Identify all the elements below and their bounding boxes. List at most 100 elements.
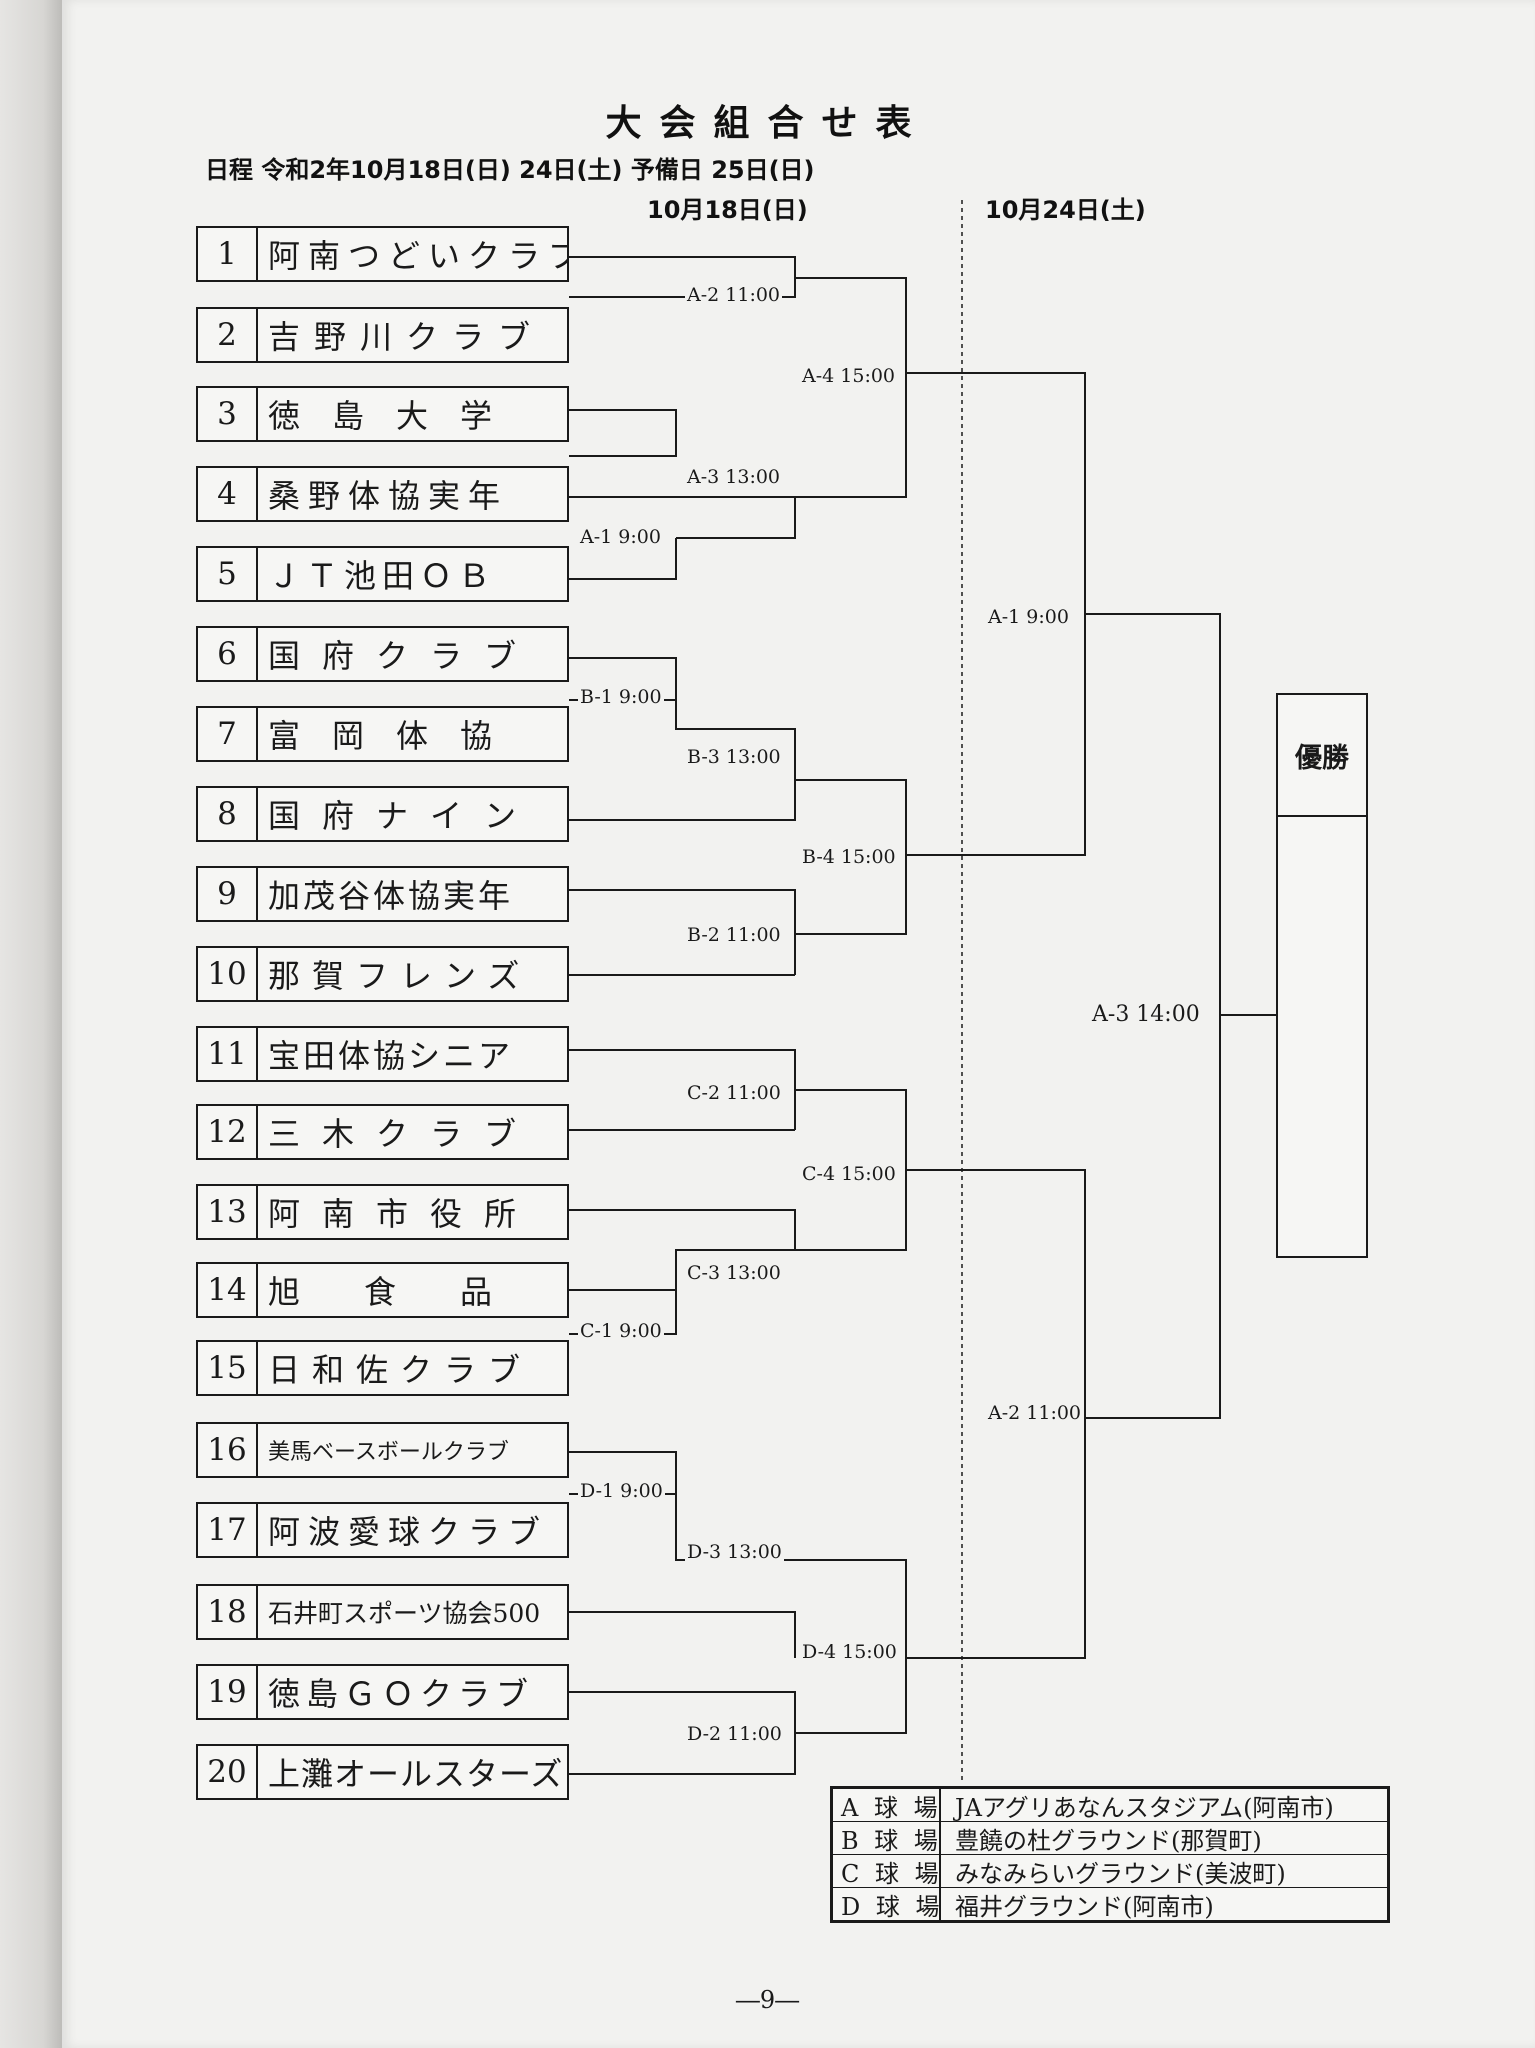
team-row: 1 阿南つどいクラブ <box>196 226 569 282</box>
team-row: 11 宝田体協シニア <box>196 1026 569 1082</box>
match-label: A-4 15:00 <box>800 365 898 387</box>
team-row: 13 阿南市役所 <box>196 1184 569 1240</box>
team-row: 15 日和佐クラブ <box>196 1340 569 1396</box>
venue-value: 福井グラウンド(阿南市) <box>955 1892 1214 1921</box>
team-name: 三木クラブ <box>268 1115 539 1153</box>
page-binding <box>0 0 62 2048</box>
page-number: ―9― <box>735 1986 800 2014</box>
match-label: D-4 15:00 <box>800 1641 899 1663</box>
team-name: 旭 食 品 <box>268 1273 493 1311</box>
venue-value: 豊饒の杜グラウンド(那賀町) <box>955 1826 1262 1855</box>
team-name: 阿南市役所 <box>268 1195 539 1233</box>
team-row: 2 吉野川クラブ <box>196 307 569 363</box>
team-name: ＪＴ池田ＯＢ <box>268 557 497 595</box>
match-label: A-3 14:00 <box>1090 1002 1202 1027</box>
team-number: 6 <box>198 628 258 680</box>
team-number: 15 <box>198 1342 258 1394</box>
team-number: 13 <box>198 1186 258 1238</box>
match-label: C-2 11:00 <box>685 1082 783 1104</box>
venue-value: JAアグリあなんスタジアム(阿南市) <box>955 1793 1334 1822</box>
match-label: C-1 9:00 <box>578 1320 664 1342</box>
team-name: 吉野川クラブ <box>268 318 545 356</box>
team-name: 富 岡 体 協 <box>268 717 493 755</box>
team-number: 17 <box>198 1504 258 1556</box>
team-name: 阿南つどいクラブ <box>268 237 567 275</box>
match-label: A-3 13:00 <box>685 466 783 488</box>
team-row: 10 那賀フレンズ <box>196 946 569 1002</box>
team-row: 5 ＪＴ池田ＯＢ <box>196 546 569 602</box>
team-number: 11 <box>198 1028 258 1080</box>
team-row: 7 富 岡 体 協 <box>196 706 569 762</box>
team-number: 10 <box>198 948 258 1000</box>
team-number: 8 <box>198 788 258 840</box>
match-label: A-2 11:00 <box>685 284 783 306</box>
team-row: 18 石井町スポーツ協会500 <box>196 1584 569 1640</box>
match-label: D-1 9:00 <box>578 1480 665 1502</box>
team-row: 4 桑野体協実年 <box>196 466 569 522</box>
team-number: 19 <box>198 1666 258 1718</box>
team-number: 14 <box>198 1264 258 1316</box>
venue-key: D 球 場 <box>833 1888 941 1921</box>
match-label: B-1 9:00 <box>578 686 664 708</box>
match-label: B-2 11:00 <box>685 924 783 946</box>
match-label: A-2 11:00 <box>986 1402 1084 1424</box>
team-row: 9 加茂谷体協実年 <box>196 866 569 922</box>
match-label: D-2 11:00 <box>685 1723 784 1745</box>
venue-row: D 球 場 福井グラウンド(阿南市) <box>833 1888 1387 1921</box>
team-row: 12 三木クラブ <box>196 1104 569 1160</box>
team-name: 宝田体協シニア <box>268 1037 514 1075</box>
team-number: 18 <box>198 1586 258 1638</box>
team-name: 国府クラブ <box>268 637 539 675</box>
match-label: D-3 13:00 <box>685 1541 784 1563</box>
team-name: 阿波愛球クラブ <box>268 1513 549 1551</box>
match-label: A-1 9:00 <box>986 606 1071 628</box>
team-row: 16 美馬ベースボールクラブ <box>196 1422 569 1478</box>
team-number: 2 <box>198 309 258 361</box>
schedule-line: 日程 令和2年10月18日(日) 24日(土) 予備日 25日(日) <box>205 156 815 184</box>
page-title: 大会組合せ表 <box>605 103 930 144</box>
winner-label: 優勝 <box>1278 695 1366 817</box>
match-label: B-4 15:00 <box>800 846 898 868</box>
team-name: 上灘オールスターズ <box>268 1755 564 1793</box>
team-name: 加茂谷体協実年 <box>268 877 514 915</box>
venue-row: C 球 場 みなみらいグラウンド(美波町) <box>833 1855 1387 1888</box>
team-number: 7 <box>198 708 258 760</box>
team-row: 3 徳 島 大 学 <box>196 386 569 442</box>
team-name: 那賀フレンズ <box>268 957 532 995</box>
match-label: B-3 13:00 <box>685 746 783 768</box>
team-name: 国府ナイン <box>268 797 539 835</box>
day1-header: 10月18日(日) <box>647 196 808 224</box>
venue-row: B 球 場 豊饒の杜グラウンド(那賀町) <box>833 1822 1387 1855</box>
team-row: 6 国府クラブ <box>196 626 569 682</box>
team-number: 9 <box>198 868 258 920</box>
team-number: 16 <box>198 1424 258 1476</box>
team-row: 17 阿波愛球クラブ <box>196 1502 569 1558</box>
team-number: 20 <box>198 1746 258 1798</box>
team-name: 日和佐クラブ <box>268 1351 533 1389</box>
venue-value: みなみらいグラウンド(美波町) <box>955 1859 1286 1888</box>
team-row: 19 徳島ＧＯクラブ <box>196 1664 569 1720</box>
team-number: 1 <box>198 228 258 280</box>
venue-key: B 球 場 <box>833 1822 941 1855</box>
match-label: C-3 13:00 <box>685 1262 783 1284</box>
winner-box: 優勝 <box>1276 693 1368 1258</box>
team-name: 徳島ＧＯクラブ <box>268 1675 535 1713</box>
team-name: 石井町スポーツ協会500 <box>268 1599 541 1628</box>
team-row: 20 上灘オールスターズ <box>196 1744 569 1800</box>
venue-key: C 球 場 <box>833 1855 941 1888</box>
team-row: 14 旭 食 品 <box>196 1262 569 1318</box>
match-label: A-1 9:00 <box>578 526 663 548</box>
team-number: 5 <box>198 548 258 600</box>
venue-key: A 球 場 <box>833 1789 941 1822</box>
team-name: 徳 島 大 学 <box>268 397 493 435</box>
match-label: C-4 15:00 <box>800 1163 898 1185</box>
day2-header: 10月24日(土) <box>985 196 1146 224</box>
venue-table: A 球 場 JAアグリあなんスタジアム(阿南市) B 球 場 豊饒の杜グラウンド… <box>830 1786 1390 1923</box>
team-number: 4 <box>198 468 258 520</box>
team-name: 美馬ベースボールクラブ <box>268 1440 509 1465</box>
team-row: 8 国府ナイン <box>196 786 569 842</box>
team-number: 3 <box>198 388 258 440</box>
team-name: 桑野体協実年 <box>268 477 509 515</box>
venue-row: A 球 場 JAアグリあなんスタジアム(阿南市) <box>833 1789 1387 1822</box>
